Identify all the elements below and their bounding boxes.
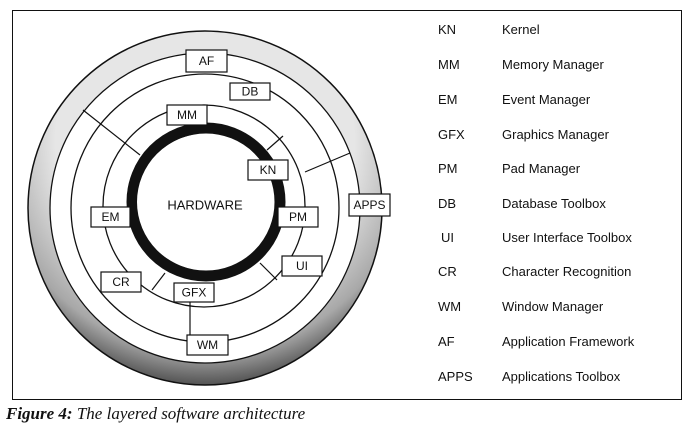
legend-name: Window Manager [502,299,604,314]
figure-caption: Figure 4: The layered software architect… [6,404,305,424]
legend-name: Database Toolbox [502,196,606,211]
figure-frame [12,10,682,400]
module-label: PM [289,210,307,224]
legend-name: Event Manager [502,92,591,107]
hardware-label: HARDWARE [167,198,243,213]
legend-abbr: KN [438,22,457,37]
caption-label: Figure 4: [6,404,73,423]
module-wm: WM [186,334,229,356]
legend-abbr: APPS [438,369,473,384]
module-em: EM [90,206,131,228]
module-label: AF [199,54,214,68]
legend-abbr: DB [438,196,457,211]
divider-line [304,152,351,173]
legend-name: Applications Toolbox [502,369,621,384]
module-cr: CR [100,271,142,293]
module-label: EM [102,210,120,224]
caption-text: The layered software architecture [76,404,306,423]
module-af: AF [185,49,228,73]
kernel-ring [126,122,286,282]
legend-abbr: PM [438,161,458,176]
legend-abbr: EM [438,92,458,107]
module-label: GFX [182,286,207,300]
module-label: KN [260,163,277,177]
legend-abbr: CR [438,264,457,279]
divider-line [82,109,141,156]
module-pm: PM [277,206,319,228]
module-label: APPS [353,198,385,212]
module-label: UI [296,259,308,273]
divider-line [266,135,284,151]
legend-name: User Interface Toolbox [502,230,632,245]
legend-name: Pad Manager [502,161,581,176]
legend-name: Graphics Manager [502,127,609,142]
legend-abbr: GFX [438,127,465,142]
divider-line [259,262,278,281]
legend-abbr: UI [441,230,454,245]
legend-abbr: MM [438,57,460,72]
legend-name: Memory Manager [502,57,604,72]
module-db: DB [229,82,271,101]
legend-name: Kernel [502,22,540,37]
divider-line [151,272,166,291]
module-label: CR [112,275,130,289]
legend-abbr: AF [438,334,455,349]
module-apps: APPS [348,193,391,217]
legend-abbr: WM [438,299,462,314]
legend-name: Application Framework [502,334,635,349]
module-ui: UI [281,255,323,277]
module-kn: KN [247,159,289,181]
module-label: DB [242,85,259,99]
module-label: MM [177,108,197,122]
module-gfx: GFX [173,282,215,303]
module-label: WM [197,338,218,352]
module-mm: MM [166,104,208,126]
legend-name: Character Recognition [502,264,632,279]
hardware-core [137,134,273,270]
